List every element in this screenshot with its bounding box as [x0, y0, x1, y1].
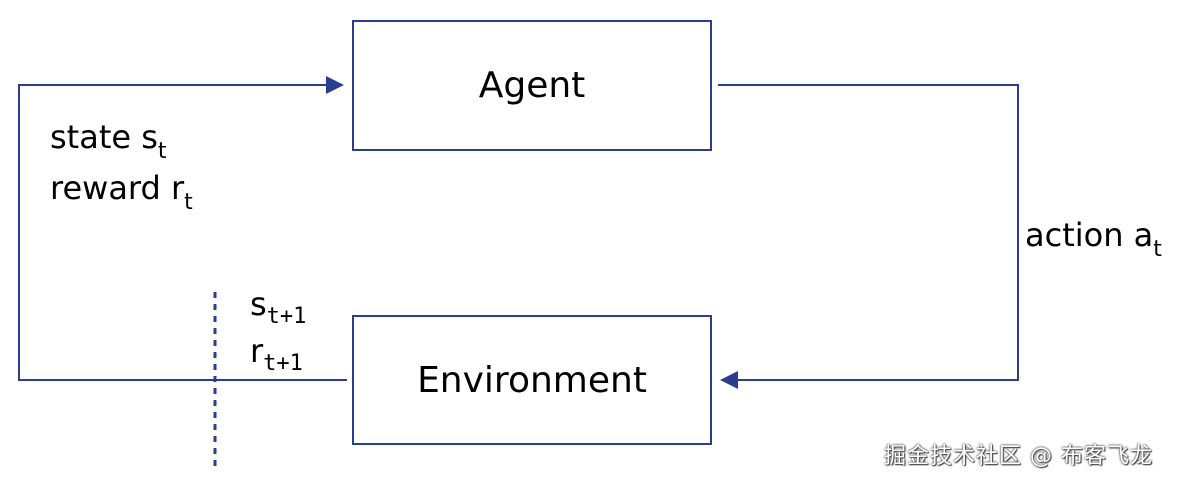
action-arrowhead — [720, 371, 738, 389]
action-subscript: t — [1153, 237, 1162, 262]
state-label: state st — [50, 118, 167, 164]
next-state-label: st+1 — [250, 285, 306, 329]
reward-text: reward r — [50, 169, 185, 207]
next-reward-text: r — [250, 332, 264, 370]
state-text: state s — [50, 118, 158, 156]
next-state-subscript: t+1 — [267, 304, 307, 329]
environment-label: Environment — [417, 360, 647, 401]
feedback-arrowhead — [326, 76, 344, 94]
next-state-text: s — [250, 285, 267, 323]
agent-label: Agent — [479, 65, 586, 106]
environment-box — [352, 315, 712, 445]
action-text: action a — [1025, 216, 1153, 254]
watermark: 掘金技术社区 @ 布客飞龙 — [884, 444, 1153, 469]
next-reward-label: rt+1 — [250, 332, 303, 376]
state-subscript: t — [158, 139, 167, 164]
action-label: action at — [1025, 216, 1162, 262]
feedback-line — [18, 84, 347, 381]
action-line — [718, 84, 1019, 381]
next-reward-subscript: t+1 — [263, 351, 303, 376]
agent-box — [352, 20, 712, 151]
reward-subscript: t — [184, 190, 193, 215]
reward-label: reward rt — [50, 169, 193, 215]
